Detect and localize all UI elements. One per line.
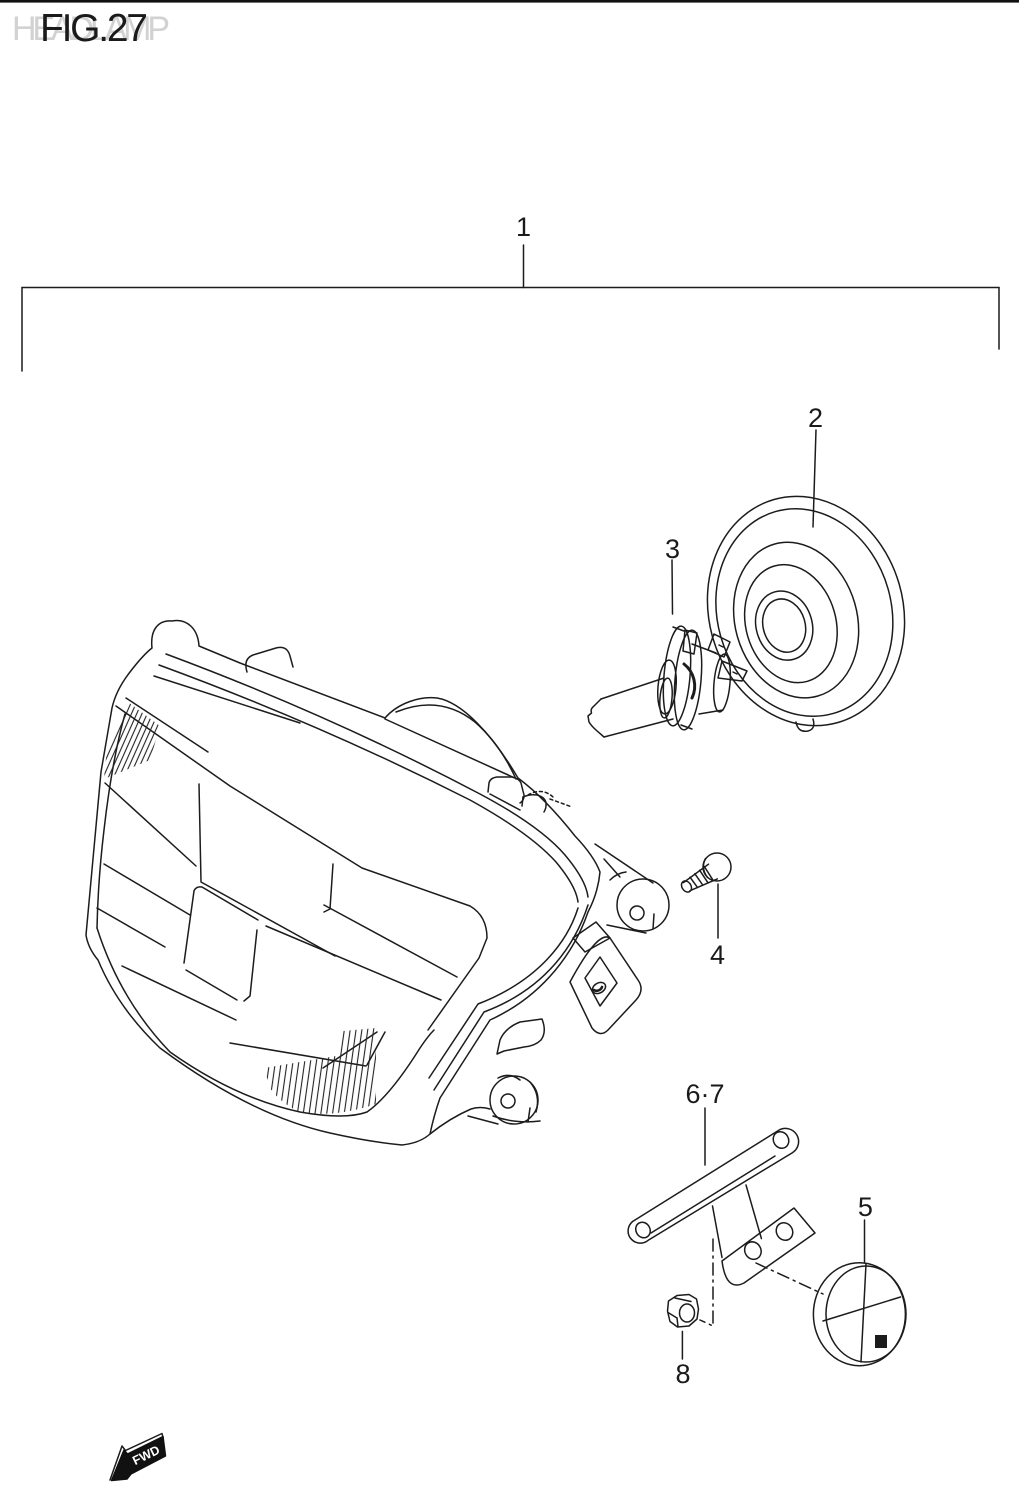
svg-text:8: 8 [675, 1359, 690, 1389]
svg-text:2: 2 [808, 403, 823, 433]
svg-text:6·7: 6·7 [685, 1079, 724, 1109]
svg-text:FIG.27: FIG.27 [40, 7, 148, 50]
svg-text:5: 5 [858, 1192, 873, 1222]
svg-text:4: 4 [710, 940, 725, 970]
svg-text:3: 3 [665, 534, 680, 564]
svg-text:HEADLAMP: HEADLAMP [12, 10, 170, 48]
svg-text:1: 1 [516, 212, 531, 242]
